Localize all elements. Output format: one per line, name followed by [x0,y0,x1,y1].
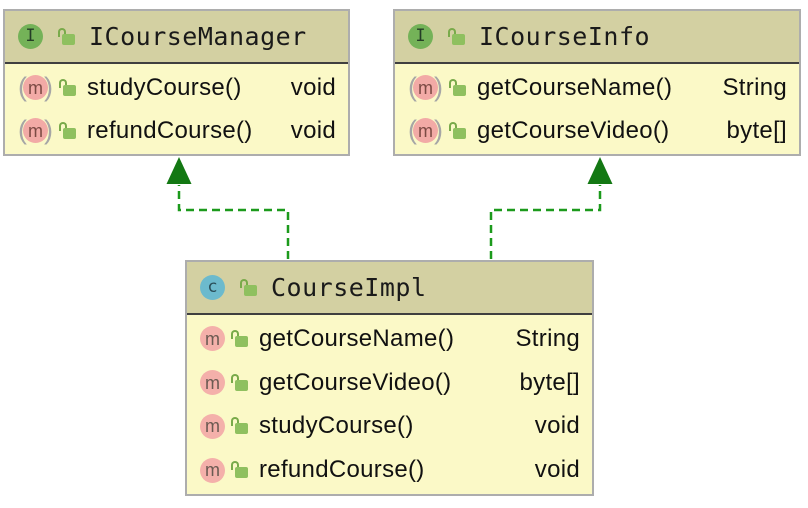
uml-header-icoursemanager: I ICourseManager [5,11,348,64]
lock-icon [240,278,258,297]
method-name: refundCourse() [87,116,253,144]
method-name: getCourseName() [477,73,673,101]
method-name: getCourseVideo() [477,116,670,144]
method-return-type: String [722,73,787,101]
abstract-method-icon: (m) [408,117,443,144]
member-list: m getCourseName() String m getCourseVide… [187,315,592,494]
method-row[interactable]: (m) refundCourse() void [5,117,348,145]
method-name: getCourseVideo() [259,368,452,396]
method-icon: m [200,413,225,439]
realization-edge-courseimpl-icourseinfo [489,157,613,259]
abstract-method-icon: (m) [18,74,53,101]
lock-icon [231,373,249,392]
method-row[interactable]: m refundCourse() void [187,456,592,484]
method-name: studyCourse() [259,412,414,440]
method-icon: m [200,370,225,396]
lock-icon [59,78,77,97]
lock-icon [449,78,467,97]
member-list: (m) studyCourse() void (m) refundCourse(… [5,64,348,154]
interface-icon: I [18,24,43,49]
uml-header-courseimpl: c CourseImpl [187,262,592,315]
lock-icon [449,121,467,140]
method-return-type: void [534,456,580,484]
method-row[interactable]: (m) getCourseName() String [395,74,799,102]
uml-box-icourseinfo[interactable]: I ICourseInfo (m) getCourseName() String… [393,9,801,156]
lock-icon [231,461,249,479]
lock-icon [58,27,76,46]
lock-icon [448,27,466,46]
method-row[interactable]: m getCourseVideo() byte[] [187,369,592,397]
method-return-type: byte[] [519,368,580,396]
arrowhead-icon [587,157,613,184]
lock-icon [231,329,249,348]
method-name: refundCourse() [259,456,425,484]
lock-icon [59,121,77,140]
arrowhead-icon [166,157,192,184]
class-name: ICourseInfo [479,22,651,51]
lock-icon [231,417,249,435]
uml-box-icoursemanager[interactable]: I ICourseManager (m) studyCourse() void … [3,9,350,156]
method-icon: m [200,457,225,483]
method-return-type: void [290,116,336,144]
method-return-type: void [534,412,580,440]
method-row[interactable]: m getCourseName() String [187,325,592,353]
method-return-type: byte[] [726,116,787,144]
interface-icon: I [408,24,433,49]
method-name: getCourseName() [259,324,455,352]
realization-edge-courseimpl-icoursemanager [166,157,290,259]
method-icon: m [200,326,225,352]
class-icon: c [200,275,225,300]
abstract-method-icon: (m) [408,74,443,101]
member-list: (m) getCourseName() String (m) getCourse… [395,64,799,154]
method-row[interactable]: (m) studyCourse() void [5,74,348,102]
method-row[interactable]: (m) getCourseVideo() byte[] [395,117,799,145]
method-return-type: String [515,324,580,352]
method-name: studyCourse() [87,73,242,101]
uml-header-icourseinfo: I ICourseInfo [395,11,799,64]
method-row[interactable]: m studyCourse() void [187,412,592,440]
class-name: CourseImpl [271,273,427,302]
class-name: ICourseManager [89,22,307,51]
uml-box-courseimpl[interactable]: c CourseImpl m getCourseName() String m … [185,260,594,496]
abstract-method-icon: (m) [18,117,53,144]
method-return-type: void [290,73,336,101]
